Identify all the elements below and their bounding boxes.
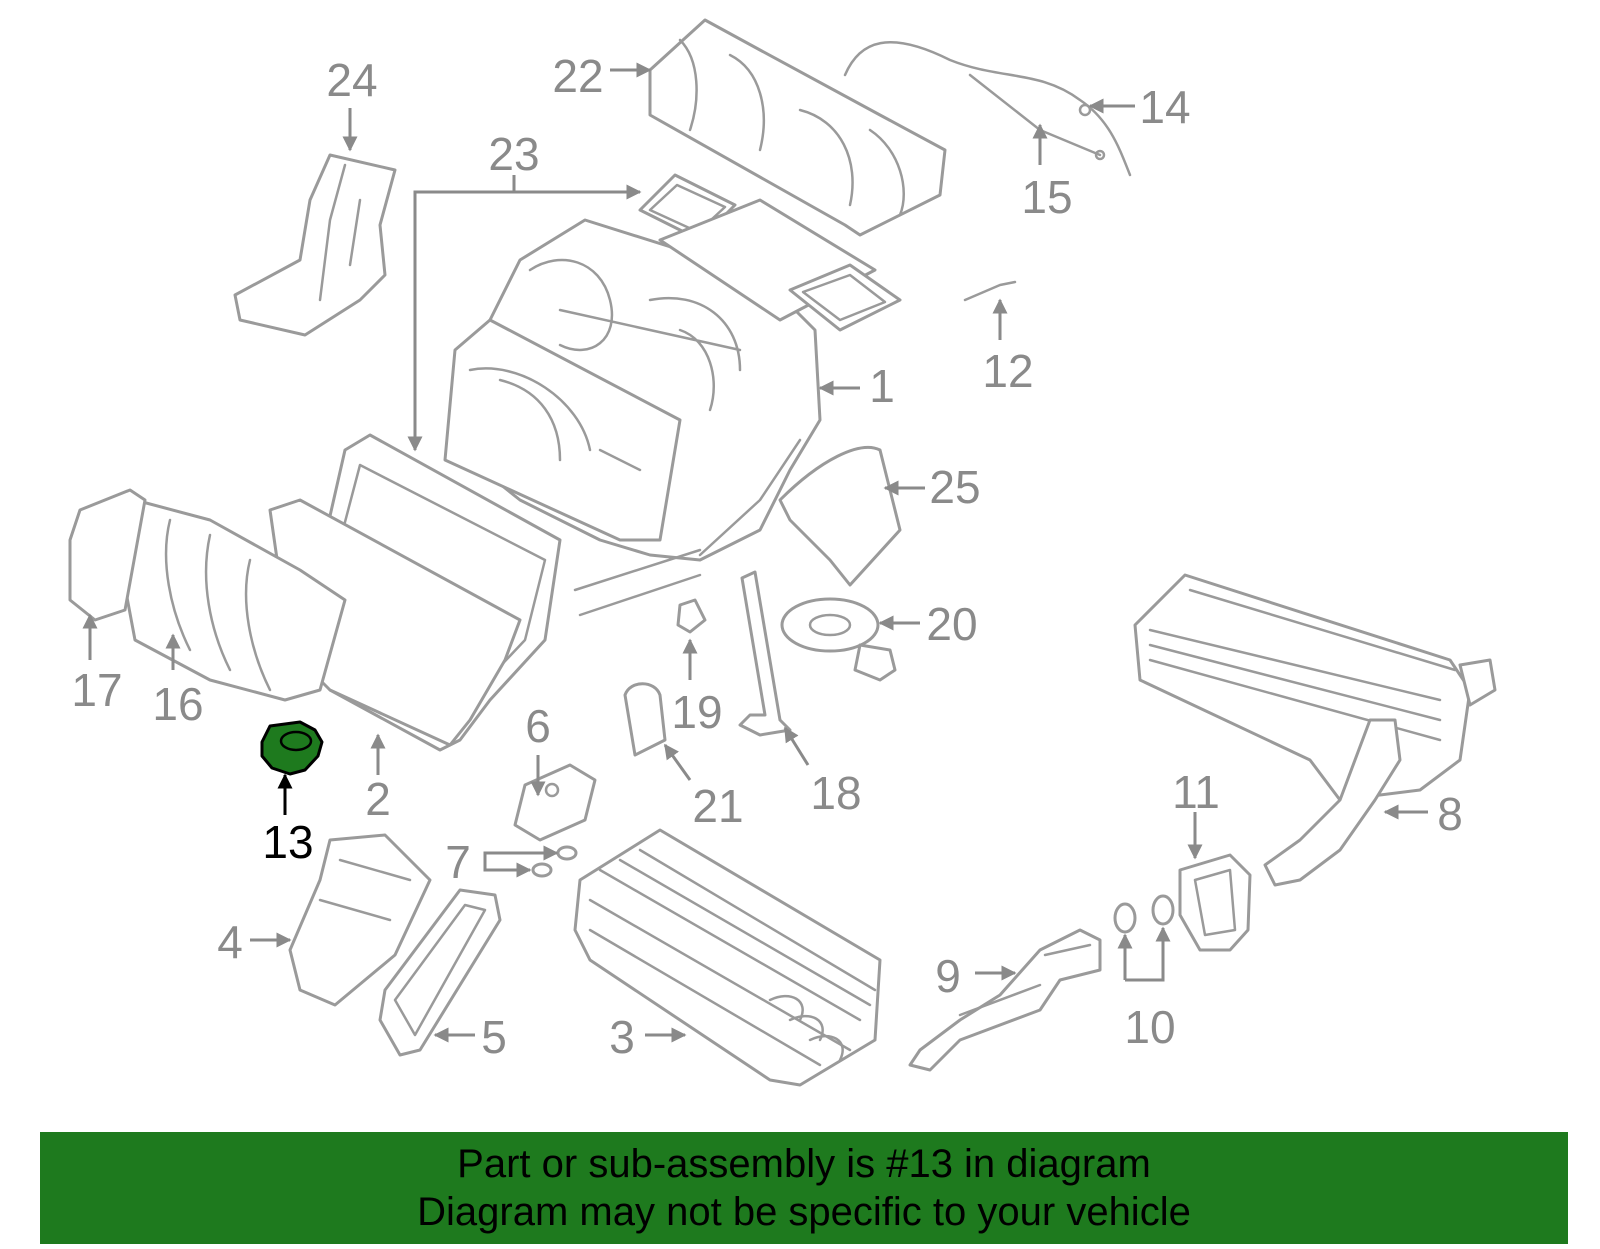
part-18-link-rod [738, 570, 792, 737]
part-23-gasket [658, 198, 902, 332]
callout-21: 21 [692, 780, 743, 832]
callout-7: 7 [445, 836, 471, 888]
callout-19: 19 [671, 686, 722, 738]
part-21-boot [623, 682, 667, 757]
callout-20: 20 [926, 598, 977, 650]
callout-12: 12 [982, 345, 1033, 397]
callouts: 1 2 3 4 5 6 7 8 9 10 11 12 13 14 15 16 1… [71, 50, 1462, 1063]
part-19-clip [676, 598, 707, 634]
callout-18: 18 [810, 767, 861, 819]
callout-14: 14 [1139, 81, 1190, 133]
callout-2: 2 [365, 773, 391, 825]
part-5-seal [378, 888, 502, 1057]
callout-17: 17 [71, 664, 122, 716]
callout-4: 4 [217, 916, 243, 968]
callout-22: 22 [552, 50, 603, 102]
callout-13: 13 [262, 816, 313, 868]
leader-lines [82, 62, 1428, 1043]
part-3-evaporator [573, 828, 882, 1087]
callout-23: 23 [488, 128, 539, 180]
part-22-blower-housing [638, 18, 947, 242]
callout-25: 25 [929, 461, 980, 513]
callout-3: 3 [609, 1011, 635, 1063]
part-9-pipes [908, 928, 1102, 1072]
part-12-clip [963, 280, 1017, 302]
part-24-duct [233, 153, 397, 337]
callout-6: 6 [525, 700, 551, 752]
callout-24: 24 [326, 54, 377, 106]
callout-11: 11 [1172, 766, 1220, 818]
part-20-resistor [780, 597, 897, 682]
part-8-heater-core [1133, 573, 1497, 887]
part-16-blower-motor [68, 488, 347, 702]
part-2-frame [268, 433, 562, 752]
callout-8: 8 [1437, 788, 1463, 840]
banner-line-disclaimer: Diagram may not be specific to your vehi… [417, 1190, 1191, 1234]
callout-15: 15 [1021, 171, 1072, 223]
part-13-highlighted [260, 720, 324, 776]
callout-1: 1 [869, 360, 895, 412]
callout-10: 10 [1124, 1001, 1175, 1053]
part-11-flange [1178, 853, 1252, 952]
part-6-expansion-valve [513, 763, 597, 842]
parts-diagram: 1 2 3 4 5 6 7 8 9 10 11 12 13 14 15 16 1… [68, 18, 1497, 1087]
info-banner: Part or sub-assembly is #13 in diagram D… [40, 1132, 1568, 1244]
part-7-o-rings [531, 845, 578, 878]
callout-9: 9 [935, 950, 961, 1002]
banner-line-part-number: Part or sub-assembly is #13 in diagram [457, 1142, 1151, 1186]
part-4-cover [288, 833, 432, 1007]
callout-16: 16 [152, 678, 203, 730]
part-1-heater-box [443, 218, 902, 617]
part-10-seals [1113, 894, 1175, 934]
callout-5: 5 [481, 1011, 507, 1063]
